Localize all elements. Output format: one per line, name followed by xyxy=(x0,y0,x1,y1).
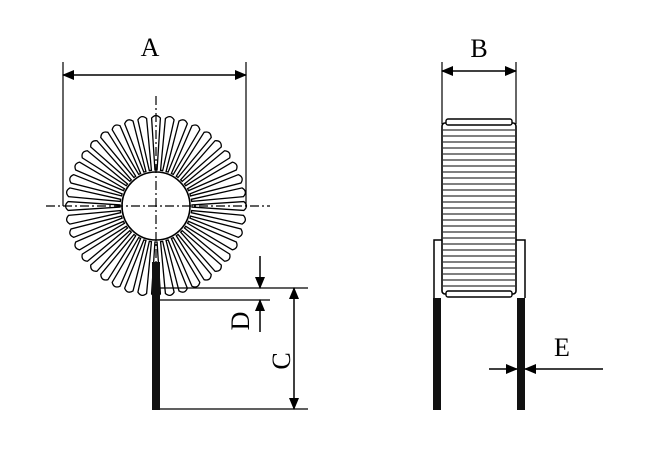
winding-turn xyxy=(190,187,246,203)
winding-turn xyxy=(66,187,122,203)
winding-turn xyxy=(90,229,133,272)
winding-turn xyxy=(123,119,147,173)
winding-turn xyxy=(179,140,222,183)
winding-turn xyxy=(189,173,243,197)
side-lead-left xyxy=(433,298,441,410)
winding-turn xyxy=(100,131,137,179)
winding-turn xyxy=(175,233,212,281)
side-base-bracket xyxy=(433,239,526,298)
winding-turn xyxy=(137,240,153,296)
winding-turn xyxy=(74,220,126,251)
dim-b-label: B xyxy=(470,34,487,63)
front-lead-wire xyxy=(152,262,160,410)
dim-e-label: E xyxy=(554,333,570,362)
winding-turn xyxy=(159,240,175,296)
dim-a-label: A xyxy=(141,33,160,62)
winding-turn xyxy=(159,116,175,172)
winding-turn xyxy=(74,161,126,192)
winding-turn xyxy=(186,220,238,251)
winding-turn xyxy=(111,124,142,176)
winding-turn xyxy=(100,233,137,281)
side-lead-right xyxy=(517,298,525,410)
dim-c-label: C xyxy=(267,352,296,369)
winding-turn xyxy=(165,119,189,173)
side-view: B E xyxy=(433,34,603,410)
side-windings xyxy=(443,129,515,287)
winding-turn xyxy=(66,209,122,225)
winding-turn xyxy=(69,215,123,239)
winding-turn xyxy=(90,140,133,183)
winding-turn xyxy=(183,150,231,187)
winding-turn xyxy=(186,161,238,192)
winding-turn xyxy=(170,124,201,176)
winding-turn xyxy=(190,209,246,225)
winding-turn xyxy=(81,150,129,187)
winding-turn xyxy=(81,225,129,262)
winding-turn xyxy=(137,116,153,172)
winding-turn xyxy=(175,131,212,179)
side-coil-top-cap xyxy=(445,118,513,126)
winding-turn xyxy=(69,173,123,197)
winding-turn xyxy=(179,229,222,272)
front-view: A D C xyxy=(46,33,308,410)
side-coil-bottom-cap xyxy=(445,290,513,298)
winding-turn xyxy=(189,215,243,239)
dim-d-label: D xyxy=(226,312,255,331)
winding-turn xyxy=(123,239,147,293)
winding-turn xyxy=(183,225,231,262)
winding-turn xyxy=(170,236,201,288)
winding-turn xyxy=(111,236,142,288)
